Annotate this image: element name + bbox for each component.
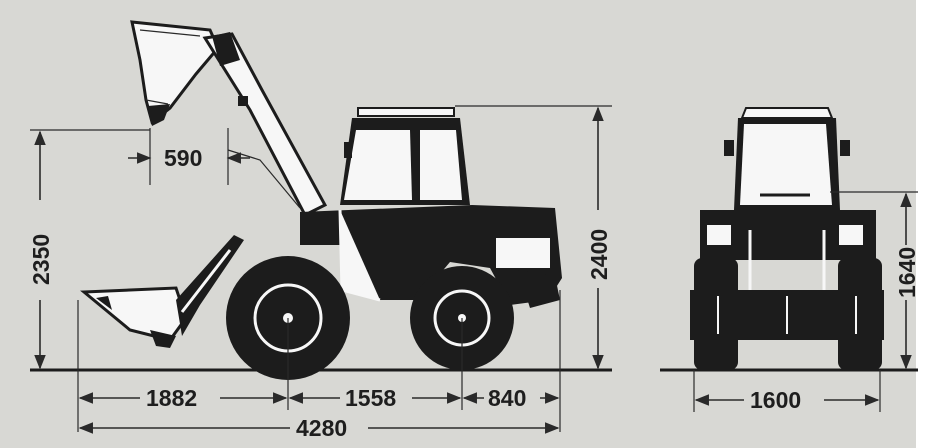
loader-front-view — [690, 107, 884, 370]
lift-arm — [202, 32, 328, 217]
lowered-bucket — [80, 235, 244, 348]
dim-2400-label: 2400 — [586, 229, 612, 280]
dim-1640-label: 1640 — [894, 247, 920, 298]
dim-1600-label: 1600 — [750, 387, 801, 413]
dim-1558-label: 1558 — [345, 385, 396, 411]
cab — [340, 107, 470, 205]
dim-1882-label: 1882 — [146, 385, 197, 411]
dim-840-label: 840 — [488, 385, 526, 411]
page-edge-right — [916, 0, 932, 448]
dim-590-label: 590 — [164, 145, 202, 171]
dim-2350-label: 2350 — [28, 234, 54, 285]
dim-4280-label: 4280 — [296, 415, 347, 441]
